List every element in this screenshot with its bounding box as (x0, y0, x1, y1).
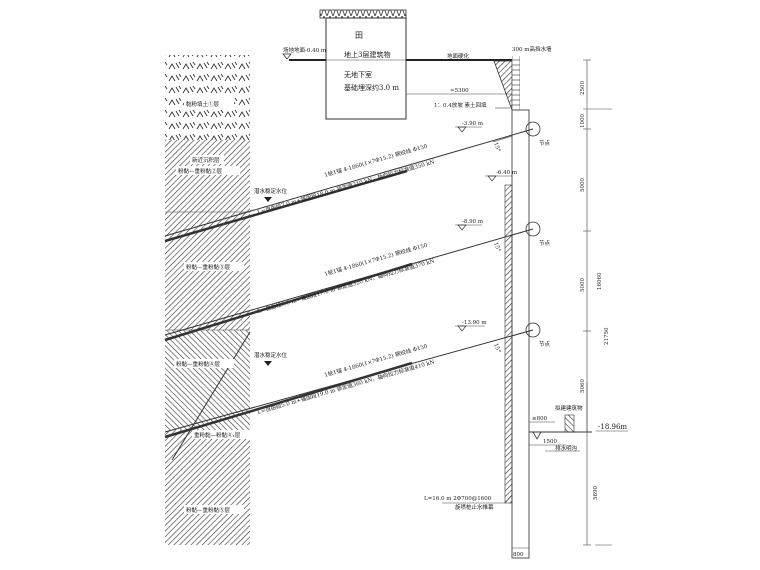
pile-width-label: 800 (513, 552, 524, 558)
proposed-building-label: 拟建建筑物 (555, 404, 583, 412)
anchor-1-node: 节点 (539, 139, 551, 147)
soil-layer-4-1: 重粉黏—粉黏④₁层 (194, 431, 241, 439)
soil-layer-2: 粉黏—重粉黏②层 (178, 167, 223, 175)
level-13-90: -13.90 m (462, 320, 487, 326)
dim-5060: 5060 (580, 379, 586, 393)
anchor-1-spec: 1桩1锚 4-1860(1×7Φ15.2) 钢绞线 Φ150 (323, 142, 428, 179)
soil-layer-3: 粉黏—重粉黏③层 (186, 263, 231, 271)
curtain-spec-label: L=16.0 m 2Φ700@1600 (424, 495, 492, 502)
building-symbol: 田 (355, 31, 363, 40)
soil-layer-labels: 黏粉填土①层 新近沉积层 粉黏—重粉黏②层 粉黏—重粉黏③层 粉黏—重粉黏④层 … (174, 98, 254, 514)
ditch-label: 排水明沟 (555, 444, 578, 452)
level-3-90: -3.90 m (462, 121, 484, 127)
dim-5690: 5690 (593, 486, 599, 500)
dim-5000-b: 5000 (580, 278, 586, 292)
water-level-label-2: 潜水稳定水位 (254, 351, 288, 359)
basement-label: 无地下室 (344, 70, 372, 79)
anchor-3-node: 节点 (539, 340, 551, 348)
soil-layer-5: 粉黏—重粉黏⑤层 (186, 506, 231, 514)
retaining-wall-label: 300 m高挡水墙 (512, 45, 552, 53)
anchor-1-angle: 15° (492, 142, 501, 153)
dim-5000-a: 5000 (580, 178, 586, 192)
water-level-icon (264, 361, 272, 366)
dim-1000: 1000 (580, 114, 586, 128)
anchor-2-spec: 1桩1锚 4-1860(1×7Φ15.2) 钢绞线 Φ150 (323, 241, 428, 278)
level-8-90: -8.90 m (462, 219, 484, 225)
dim-16060: 16060 (597, 272, 603, 290)
anchor-3-angle: 15° (492, 343, 501, 354)
water-level-markers: 潜水稳定水位 潜水稳定水位 (254, 187, 288, 366)
existing-building: 田 地上3层建筑物 无地下室 基础埋深约3.0 m (319, 9, 407, 120)
distance-label: ≈5300 (450, 88, 469, 94)
ditch-width-label: 1500 (543, 439, 557, 445)
gap-label: ≥800 (532, 416, 548, 422)
soil-layer-2-title: 新近沉积层 (192, 156, 220, 164)
water-level-label-1: 潜水稳定水位 (254, 187, 288, 195)
level-6-40: -6.40 m (496, 170, 518, 176)
anchor-2-node: 节点 (539, 239, 551, 247)
level-18-96: -18.96m (598, 423, 627, 431)
slope-backfill-label: 1：0.4放坡 素土回填 (434, 101, 487, 109)
dim-2500: 2500 (580, 81, 586, 95)
support-pile: 800 L=16.0 m 2Φ700@1600 旋喷桩止水帷幕 (424, 109, 530, 559)
ground-surface: 场地地面-0.40 m 地面硬化 300 m高挡水墙 ≈5300 1：0.4放坡… (282, 45, 552, 111)
foundation-depth-label: 基础埋深约3.0 m (344, 83, 399, 92)
elevation-markers: -3.90 m -6.40 m -8.90 m -13.90 m -18.96m (455, 121, 628, 432)
anchor-2-angle: 15° (492, 242, 501, 253)
soil-column (165, 55, 251, 545)
dimension-chain: 2500 1000 5000 5000 5060 5690 16060 2175… (580, 59, 612, 546)
dim-21750: 21750 (604, 327, 610, 345)
site-level-label: 场地地面-0.40 m (283, 46, 327, 54)
soil-layer-4: 粉黏—重粉黏④层 (176, 360, 221, 368)
ground-hardening-label: 地面硬化 (447, 52, 470, 60)
water-level-icon (264, 197, 272, 202)
building-label: 地上3层建筑物 (344, 50, 390, 59)
curtain-name-label: 旋喷桩止水帷幕 (455, 503, 494, 511)
soil-layer-1: 黏粉填土①层 (186, 100, 220, 108)
